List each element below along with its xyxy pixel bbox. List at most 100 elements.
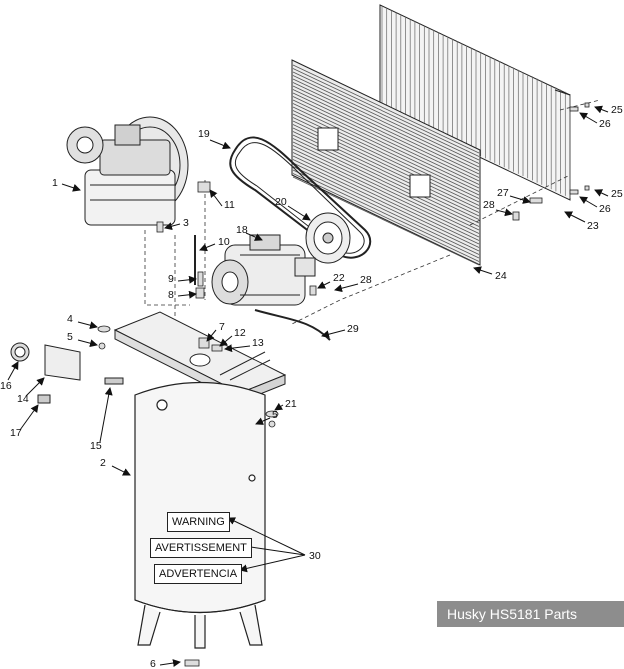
callout-26: 26 [599,203,611,215]
callout-2: 2 [100,457,106,469]
grille-bar [292,92,480,182]
callout-leader [509,195,531,204]
callout-leader [219,335,233,347]
callout-6: 6 [150,658,156,669]
pump-assembly [66,116,189,226]
grille-bar [292,103,480,192]
grille-bar [292,173,480,262]
callout-3: 3 [183,217,189,229]
callout-17: 17 [10,427,22,439]
grille-bar [292,64,480,154]
callout-leader [594,189,609,197]
callout-leader [209,189,223,207]
callout-leader [274,402,284,411]
warning-label-es: ADVERTENCIA [154,564,243,584]
grille-bar [292,148,480,238]
callout-leader [209,139,231,150]
callout-leader [287,205,311,221]
callout-leader [199,243,216,252]
grille-bar [292,169,480,259]
callout-leader [594,105,609,114]
callout-18: 18 [236,224,248,236]
callout-leader [99,387,113,443]
callout-leader [579,112,598,124]
callout-5: 5 [67,331,73,343]
callout-leader [19,404,39,431]
drive-belt [229,136,372,259]
pressure-switch [10,342,124,404]
belt-guard-front [291,59,481,266]
grille-bar [292,145,480,234]
callout-27: 27 [497,187,509,199]
grille-bar [292,141,480,231]
diagram-caption: Husky HS5181 Parts [437,601,624,627]
callout-leader [25,377,45,397]
callout-21: 21 [285,398,297,410]
callout-leader [7,361,19,381]
callout-10: 10 [218,236,230,248]
callout-leader [243,543,306,556]
grille-bar [292,106,480,196]
callout-leader [321,329,346,339]
callout-4: 4 [67,313,73,325]
motor-pulley [305,212,351,264]
grille-bar [292,89,480,178]
callout-11: 11 [224,199,235,211]
callout-16: 16 [0,380,12,392]
callout-leader [224,344,251,353]
callout-leader [227,517,306,556]
callout-5: 5 [272,409,278,421]
warning-label-en: WARNING [167,512,230,532]
callout-leader [317,281,331,289]
callout-leader [61,183,81,192]
grille-bar [292,68,480,157]
grille-bar [292,166,480,255]
grille-bar [292,138,480,227]
warning-label-fr: AVERTISSEMENT [150,538,252,558]
callout-15: 15 [90,440,102,452]
grille-bar [292,78,480,168]
alignment-lines [144,99,601,326]
callout-leader [206,329,217,342]
callout-9: 9 [168,273,174,285]
callout-leader [177,275,197,284]
callout-7: 7 [219,321,225,333]
callout-13: 13 [252,337,264,349]
callout-24: 24 [495,270,507,282]
callout-leader [473,266,493,275]
grille-bar [292,82,480,171]
grille-bar [292,155,480,245]
callout-22: 22 [333,272,345,284]
callout-leader [255,417,271,425]
callout-14: 14 [17,393,29,405]
callout-25: 25 [611,104,623,116]
callout-leader [245,232,263,241]
callout-30: 30 [309,550,321,562]
callout-28: 28 [360,274,372,286]
callout-1: 1 [52,177,58,189]
callout-leader [111,465,131,476]
grille-bar [292,162,480,252]
callout-leader [159,659,181,667]
callout-leader [495,208,513,217]
belt-guard-back [379,4,571,201]
callout-numbers: 1234556789101112131415161718192021222324… [0,104,623,669]
callout-8: 8 [168,289,174,301]
callout-leader [177,290,197,299]
callout-20: 20 [275,196,287,208]
callout-12: 12 [234,327,246,339]
callout-26: 26 [599,118,611,130]
callout-leader [579,196,598,208]
callout-23: 23 [587,220,599,232]
callout-leader [334,283,359,293]
callout-leaders [7,105,609,667]
callout-leader [77,321,98,330]
grille-bar [292,110,480,199]
callout-19: 19 [198,128,210,140]
grille-bar [292,99,480,189]
callout-29: 29 [347,323,359,335]
grille-bar [292,85,480,175]
callout-25: 25 [611,188,623,200]
